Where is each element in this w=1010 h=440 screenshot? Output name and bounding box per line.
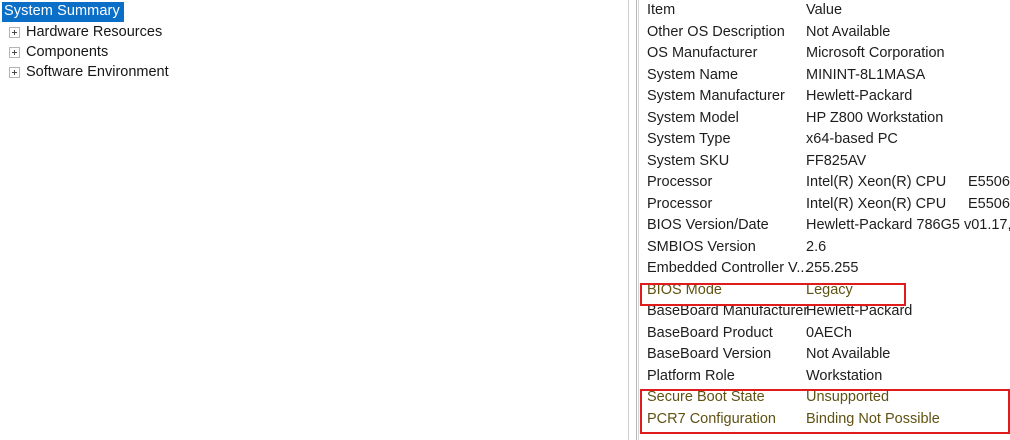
row-item-label: System SKU — [647, 152, 730, 169]
table-row[interactable]: Processor Intel(R) Xeon(R) CPU E5506 — [639, 194, 1010, 216]
row-item-label: Secure Boot State — [647, 389, 765, 405]
tree-item-software-environment[interactable]: Software Environment — [0, 62, 628, 82]
row-value-overflow: E5506 — [968, 195, 1010, 212]
row-item-label: BIOS Version/Date — [647, 217, 769, 233]
column-header-value: Value — [806, 2, 843, 18]
tree-item-components[interactable]: Components — [0, 42, 628, 62]
table-row[interactable]: BIOS Mode Legacy — [639, 280, 1010, 302]
table-row[interactable]: Other OS Description Not Available — [639, 22, 1010, 44]
table-row[interactable]: BIOS Version/Date Hewlett-Packard 786G5 … — [639, 215, 1010, 237]
row-value: Unsupported — [806, 389, 890, 405]
details-list[interactable]: Item Value Other OS Description Not Avai… — [639, 0, 1010, 440]
row-value-overflow: E5506 — [968, 174, 1010, 190]
table-row[interactable]: Secure Boot State Unsupported — [639, 387, 1010, 409]
row-value: FF825AV — [806, 152, 867, 169]
row-value: Hewlett-Packard — [806, 303, 913, 319]
row-item-label: BaseBoard Manufacturer — [647, 303, 809, 319]
row-item-label: Processor — [647, 174, 713, 190]
column-header-item: Item — [647, 2, 676, 18]
tree-item-hardware-resources[interactable]: Hardware Resources — [0, 22, 628, 42]
table-row[interactable]: System Manufacturer Hewlett-Packard — [639, 86, 1010, 108]
column-header-row[interactable]: Item Value — [639, 0, 1010, 22]
expand-plus-icon[interactable] — [9, 66, 20, 78]
row-value: 2.6 — [806, 238, 827, 255]
table-row[interactable]: BaseBoard Product 0AECh — [639, 323, 1010, 345]
row-value: Intel(R) Xeon(R) CPU — [806, 174, 947, 190]
row-item-label: PCR7 Configuration — [647, 410, 776, 427]
row-item-label: SMBIOS Version — [647, 238, 756, 255]
tree-item-system-summary[interactable]: System Summary — [0, 2, 628, 22]
row-value: 255.255 — [806, 260, 859, 276]
row-item-label: BaseBoard Version — [647, 346, 772, 362]
row-value: Workstation — [806, 367, 883, 384]
row-value: x64-based PC — [806, 131, 898, 147]
row-item-label: System Manufacturer — [647, 88, 785, 104]
table-row[interactable]: Embedded Controller V... 255.255 — [639, 258, 1010, 280]
tree-item-system-summary-label: System Summary — [2, 2, 124, 22]
expand-plus-icon[interactable] — [9, 46, 20, 58]
row-item-label: System Type — [647, 131, 731, 147]
row-value: Not Available — [806, 346, 891, 362]
row-value: Hewlett-Packard 786G5 v01.17, 8/ — [806, 217, 1010, 233]
expand-plus-icon[interactable] — [9, 26, 20, 38]
row-value: Legacy — [806, 281, 853, 298]
table-row[interactable]: System Name MININT-8L1MASA — [639, 65, 1010, 87]
row-item-label: Embedded Controller V... — [647, 260, 809, 276]
row-value: 0AECh — [806, 324, 852, 341]
row-item-label: OS Manufacturer — [647, 45, 758, 61]
table-row[interactable]: System Type x64-based PC — [639, 129, 1010, 151]
row-value: Microsoft Corporation — [806, 45, 945, 61]
row-value: Hewlett-Packard — [806, 88, 913, 104]
row-value: Binding Not Possible — [806, 410, 940, 427]
tree-item-software-environment-label: Software Environment — [26, 64, 169, 80]
table-row[interactable]: System Model HP Z800 Workstation — [639, 108, 1010, 130]
row-item-label: System Name — [647, 66, 739, 83]
table-row[interactable]: Processor Intel(R) Xeon(R) CPU E5506 — [639, 172, 1010, 194]
row-value: HP Z800 Workstation — [806, 109, 944, 126]
table-row[interactable]: Platform Role Workstation — [639, 366, 1010, 388]
row-item-label: Processor — [647, 195, 713, 212]
tree-item-components-label: Components — [26, 44, 109, 60]
table-row[interactable]: System SKU FF825AV — [639, 151, 1010, 173]
row-item-label: Other OS Description — [647, 23, 785, 40]
table-row[interactable]: SMBIOS Version 2.6 — [639, 237, 1010, 259]
row-item-label: BIOS Mode — [647, 281, 722, 298]
navigation-tree[interactable]: System Summary Hardware Resources Compon… — [0, 0, 628, 440]
pane-splitter[interactable] — [636, 0, 637, 440]
pane-divider-inner — [638, 0, 639, 440]
row-item-label: System Model — [647, 109, 739, 126]
table-row[interactable]: PCR7 Configuration Binding Not Possible — [639, 409, 1010, 431]
row-value: Not Available — [806, 23, 891, 40]
row-item-label: BaseBoard Product — [647, 324, 773, 341]
row-value: Intel(R) Xeon(R) CPU — [806, 195, 947, 212]
tree-item-hardware-resources-label: Hardware Resources — [26, 24, 163, 40]
row-item-label: Platform Role — [647, 367, 735, 384]
table-row[interactable]: OS Manufacturer Microsoft Corporation — [639, 43, 1010, 65]
table-row[interactable]: BaseBoard Manufacturer Hewlett-Packard — [639, 301, 1010, 323]
row-value: MININT-8L1MASA — [806, 66, 926, 83]
table-row[interactable]: BaseBoard Version Not Available — [639, 344, 1010, 366]
pane-divider[interactable] — [628, 0, 629, 440]
